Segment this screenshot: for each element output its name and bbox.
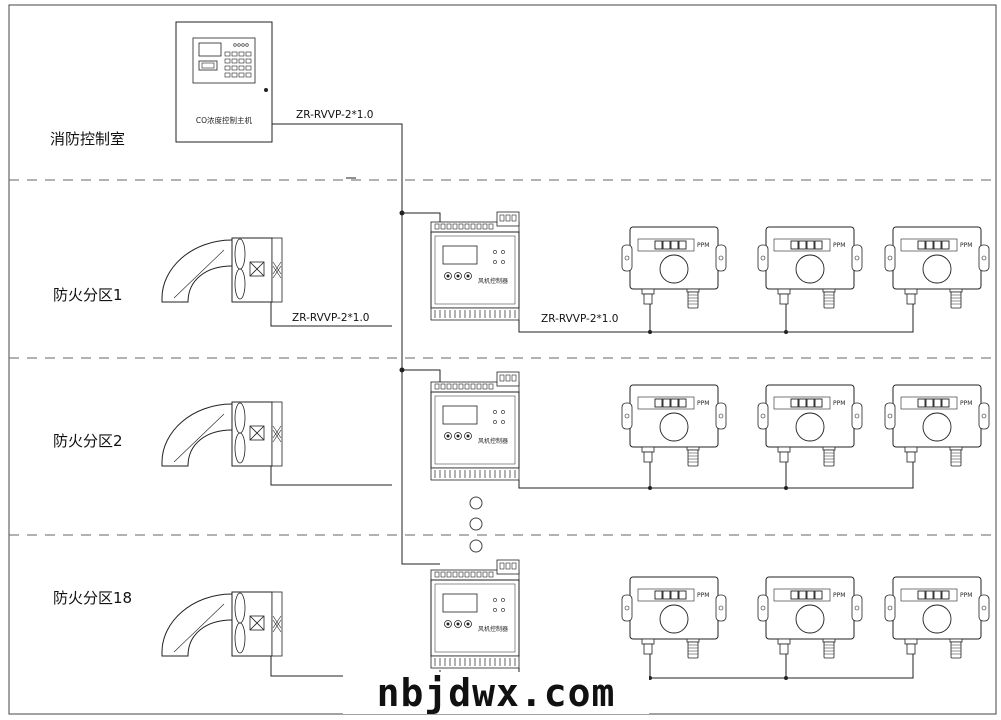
watermark-text: nbjdwx.com (377, 671, 616, 715)
continuation-dots (469, 496, 483, 553)
fan-zone-1 (161, 237, 283, 303)
co-sensor-zone-18-c: PPM (884, 576, 990, 659)
fan-controller-zone-18: 风机控制器 (430, 559, 520, 669)
main-panel-label: CO浓度控制主机 (196, 115, 253, 125)
co-sensor-zone-1-c: PPM (884, 226, 990, 309)
sensor-unit-label: PPM (697, 592, 709, 599)
sensor-junctions (648, 330, 788, 680)
zone-label-control-room: 消防控制室 (50, 130, 125, 148)
co-sensor-zone-2-b: PPM (757, 384, 863, 467)
bus-wiring (272, 123, 441, 565)
sensor-unit-label: PPM (697, 400, 709, 407)
fan-zone-2 (161, 401, 283, 467)
fan-zone-18 (161, 591, 283, 657)
sensor-unit-label: PPM (833, 592, 845, 599)
sensor-unit-label: PPM (697, 242, 709, 249)
controller-label-zone-2: 风机控制器 (478, 437, 508, 445)
zone-label-fire-zone-2: 防火分区2 (53, 432, 123, 450)
co-sensor-zone-1-b: PPM (757, 226, 863, 309)
cable-label-main: ZR-RVVP-2*1.0 (296, 109, 373, 121)
co-sensor-zone-18-a: PPM (621, 576, 727, 659)
co-main-panel: CO浓度控制主机 (175, 21, 273, 143)
sensor-unit-label: PPM (960, 242, 972, 249)
sensor-unit-label: PPM (833, 400, 845, 407)
controller-label-zone-18: 风机控制器 (478, 625, 508, 633)
fan-controller-zone-2: 风机控制器 (430, 371, 520, 481)
bus-junctions (399, 210, 405, 373)
sensor-unit-label: PPM (833, 242, 845, 249)
sensor-unit-label: PPM (960, 592, 972, 599)
co-sensor-zone-2-a: PPM (621, 384, 727, 467)
sensor-unit-label: PPM (960, 400, 972, 407)
watermark-backdrop (343, 672, 649, 714)
cable-label-sensors-zone-1: ZR-RVVP-2*1.0 (541, 313, 618, 325)
zone-label-fire-zone-18: 防火分区18 (53, 589, 132, 607)
co-sensor-zone-2-c: PPM (884, 384, 990, 467)
fan-controller-zone-1: 风机控制器 (430, 211, 520, 321)
cable-label-fan-zone-1: ZR-RVVP-2*1.0 (292, 312, 369, 324)
zone-dividers (9, 179, 996, 536)
controller-label-zone-1: 风机控制器 (478, 277, 508, 285)
zone-label-fire-zone-1: 防火分区1 (53, 286, 123, 304)
co-sensor-zone-18-b: PPM (757, 576, 863, 659)
co-sensor-zone-1-a: PPM (621, 226, 727, 309)
